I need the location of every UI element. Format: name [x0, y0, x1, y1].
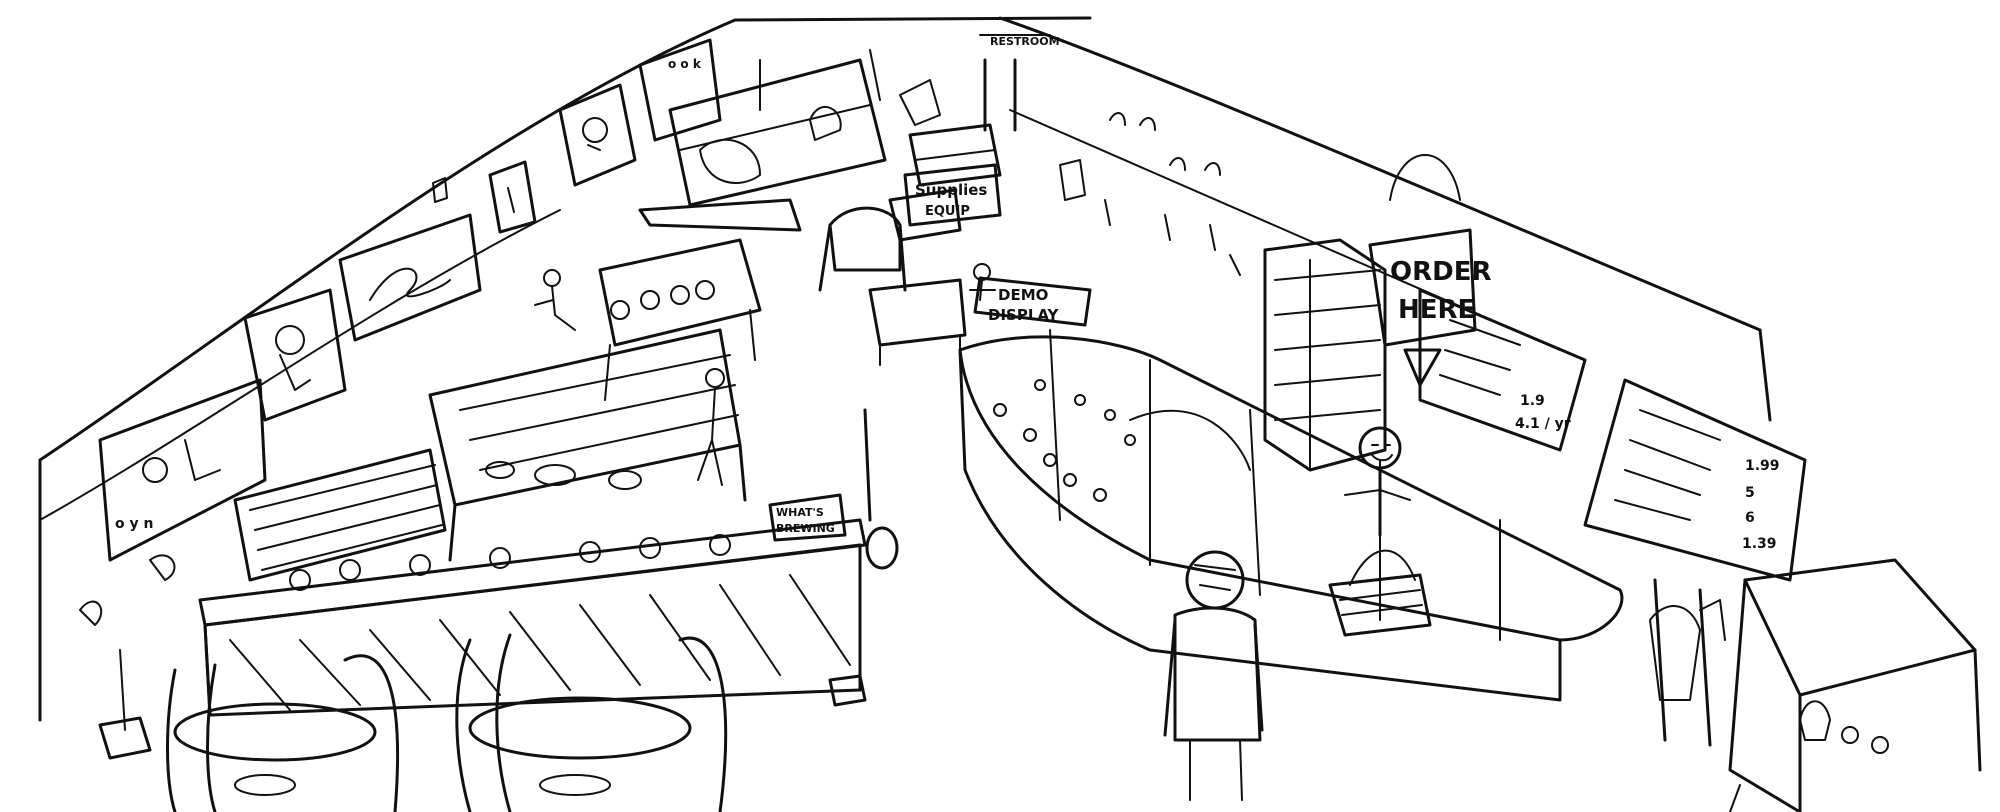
order-board-price-1: 1.9	[1520, 393, 1545, 409]
fridge-case	[1263, 238, 1387, 472]
order-here-sign: ORDER HERE	[1368, 154, 1492, 387]
whats-brewing-line2: BREWING	[776, 522, 835, 535]
bar-counter	[198, 448, 867, 717]
barista-figure	[1328, 426, 1432, 637]
order-board-price-2: 4.1 / yr	[1515, 416, 1571, 432]
plants	[79, 554, 867, 760]
whats-brewing-sign: WHAT'S BREWING	[768, 408, 899, 570]
supplies-sign-line2: EQUIP	[925, 204, 970, 219]
top-post-label: RESTROOM	[990, 35, 1060, 48]
demo-sign-line2: DISPLAY	[988, 306, 1060, 324]
order-board: 1.9 4.1 / yr	[1418, 288, 1587, 452]
menu-price-1: 1.99	[1745, 458, 1780, 474]
room-walls	[38, 16, 1772, 722]
lounge-chairs	[818, 188, 967, 366]
front-tables	[166, 633, 728, 812]
order-here-line1: ORDER	[1390, 257, 1492, 287]
demo-sign-line1: DEMO	[998, 286, 1048, 304]
merch-box	[1728, 558, 1982, 812]
menu-price-3: 6	[1745, 510, 1755, 526]
svg-text:o o k: o o k	[668, 57, 702, 71]
menu-price-2: 5	[1745, 485, 1755, 501]
svg-text:o y n: o y n	[115, 516, 153, 532]
wall-art: o y n o o k	[98, 38, 722, 562]
order-here-line2: HERE	[1398, 295, 1475, 325]
menu-price-4: 1.39	[1742, 536, 1777, 552]
back-shelf	[638, 49, 941, 232]
supplies-shelf: RESTROOM	[908, 34, 1060, 187]
whats-brewing-line1: WHAT'S	[776, 506, 824, 519]
coat-rack	[1649, 578, 1726, 747]
display-counter	[958, 329, 1624, 702]
wall-mugs	[1059, 112, 1241, 276]
menu-board: 1.99 5 6 1.39	[1583, 378, 1807, 582]
customer-figure	[1163, 550, 1264, 801]
demo-display: DEMO DISPLAY	[969, 263, 1092, 327]
tasting-tables	[428, 238, 762, 562]
